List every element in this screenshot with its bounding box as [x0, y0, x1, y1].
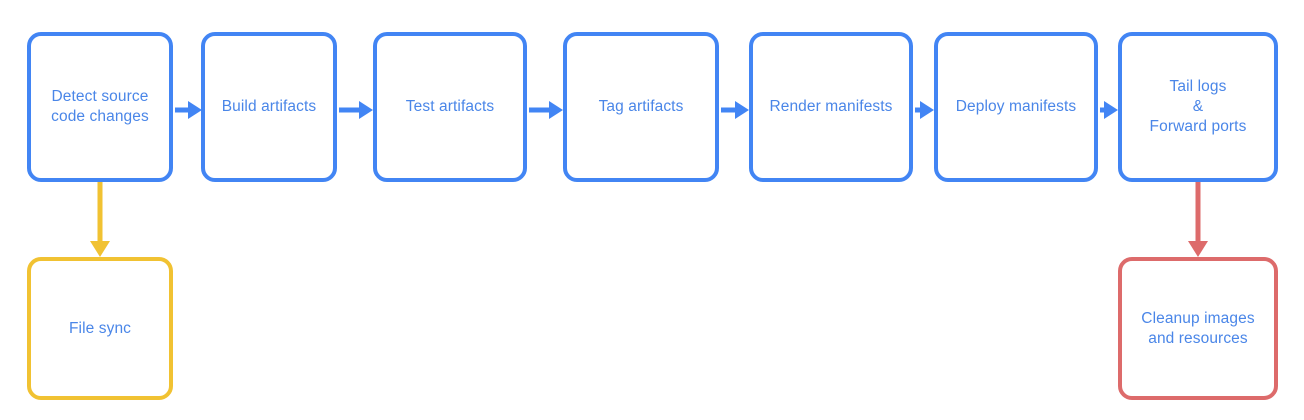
- node-render-manifests[interactable]: Render manifests: [749, 32, 913, 182]
- node-build-artifacts[interactable]: Build artifacts: [201, 32, 337, 182]
- node-label: Tag artifacts: [598, 98, 684, 116]
- edge-render-to-deploy: [915, 101, 934, 119]
- edge-test-to-tag: [529, 101, 563, 119]
- edge-detect-to-filesync: [90, 182, 110, 257]
- node-cleanup-images-and-resources[interactable]: Cleanup images and resources: [1118, 257, 1278, 400]
- node-tail-logs-forward-ports[interactable]: Tail logs & Forward ports: [1118, 32, 1278, 182]
- node-label: File sync: [68, 319, 132, 337]
- node-tag-artifacts[interactable]: Tag artifacts: [563, 32, 719, 182]
- edge-detect-to-build: [175, 101, 202, 119]
- node-label: Tail logs & Forward ports: [1149, 78, 1247, 135]
- node-label: Render manifests: [769, 98, 893, 116]
- node-test-artifacts[interactable]: Test artifacts: [373, 32, 527, 182]
- edge-tag-to-render: [721, 101, 749, 119]
- node-label: Test artifacts: [405, 98, 495, 116]
- edge-tail-to-cleanup: [1188, 182, 1208, 257]
- edge-deploy-to-tail: [1100, 101, 1118, 119]
- node-file-sync[interactable]: File sync: [27, 257, 173, 400]
- node-detect-source-code-changes[interactable]: Detect source code changes: [27, 32, 173, 182]
- node-deploy-manifests[interactable]: Deploy manifests: [934, 32, 1098, 182]
- edge-build-to-test: [339, 101, 373, 119]
- node-label: Detect source code changes: [51, 88, 149, 125]
- node-label: Cleanup images and resources: [1141, 309, 1255, 347]
- node-label: Build artifacts: [221, 98, 317, 116]
- node-label: Deploy manifests: [955, 98, 1077, 116]
